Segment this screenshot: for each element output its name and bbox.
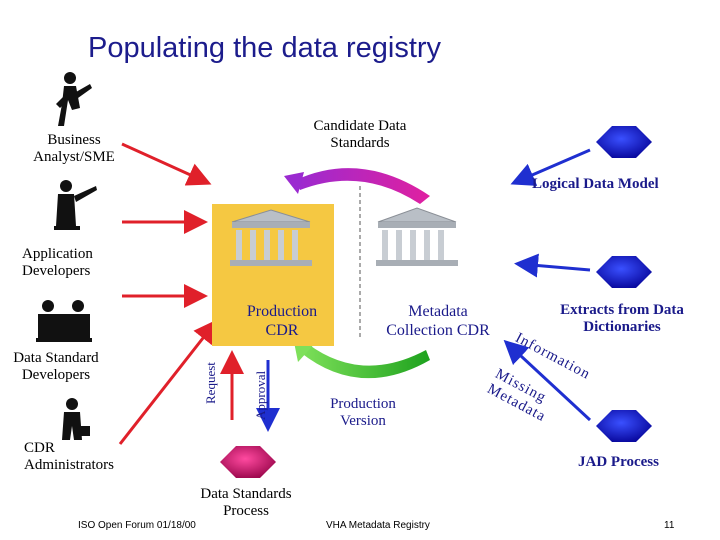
- page-number: 11: [664, 520, 675, 531]
- jad-process-hexagon: [596, 410, 652, 442]
- top-curved-arrow: [284, 168, 430, 204]
- production-cdr-building: [212, 204, 334, 346]
- application-developers-label: Application Developers: [22, 246, 93, 279]
- data-standards-process-hexagon: [220, 446, 276, 478]
- request-label: Request: [203, 362, 218, 404]
- footer-center: VHA Metadata Registry: [326, 520, 430, 531]
- cdr-admin-arrow: [118, 319, 218, 445]
- metadata-collection-cdr-label: Metadata Collection CDR: [386, 303, 490, 339]
- candidate-standards-label: Candidate Data Standards: [313, 118, 407, 151]
- business-analyst-icon: [56, 72, 92, 126]
- data-standard-developers-label: Data Standard Developers: [13, 350, 99, 383]
- cdr-administrator-icon: [62, 398, 90, 440]
- page-title: Populating the data registry: [88, 32, 442, 64]
- logical-data-model-arrow: [510, 148, 591, 186]
- jad-process-label: JAD Process: [578, 454, 659, 470]
- footer-left: ISO Open Forum 01/18/00: [78, 520, 196, 531]
- approval-label: Approval: [253, 370, 268, 420]
- data-dictionaries-hexagon: [596, 256, 652, 288]
- metadata-collection-building: [376, 207, 458, 266]
- application-developer-icon: [54, 180, 97, 230]
- extracts-label: Extracts from Data Dictionaries: [560, 302, 684, 335]
- logical-data-model-label: Logical Data Model: [532, 176, 659, 192]
- cdr-administrators-label: CDR Administrators: [24, 440, 114, 473]
- data-standard-developers-icon: [36, 300, 92, 342]
- production-cdr-label: Production CDR: [246, 303, 318, 339]
- data-standards-process-label: Data Standards Process: [200, 486, 292, 519]
- business-analyst-arrow: [121, 142, 212, 186]
- production-version-label: Production Version: [330, 396, 396, 429]
- jad-arrow: [503, 339, 592, 422]
- extracts-arrow: [514, 253, 591, 278]
- business-analyst-label: Business Analyst/SME: [33, 132, 115, 165]
- logical-data-model-hexagon: [596, 126, 652, 158]
